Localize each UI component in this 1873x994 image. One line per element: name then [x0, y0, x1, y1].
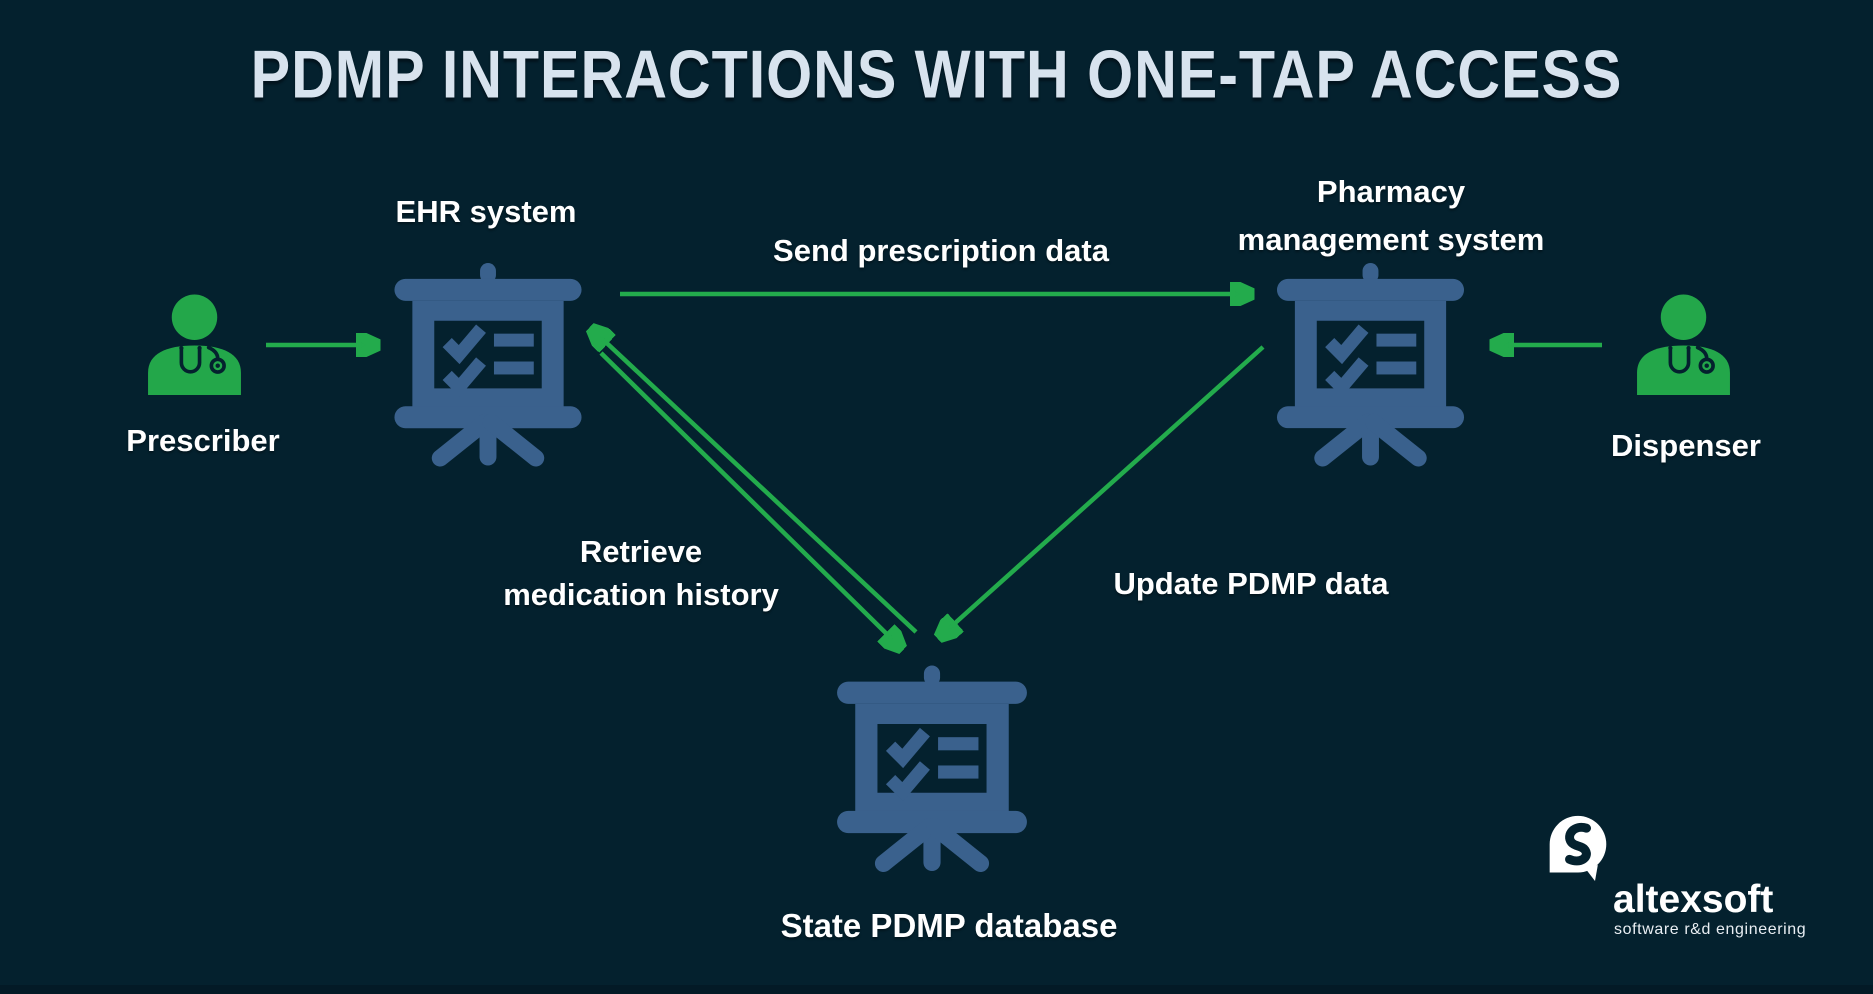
- logo-tagline-text: software r&d engineering: [1614, 921, 1807, 938]
- prescriber-node: [146, 294, 243, 395]
- ehr-label: EHR system: [395, 194, 577, 229]
- page-title: PDMP INTERACTIONS WITH ONE-TAP ACCESS: [250, 37, 1623, 113]
- ehr-node: [388, 263, 588, 467]
- clinician-person-icon: [148, 294, 241, 395]
- database-label: State PDMP database: [780, 907, 1118, 944]
- database-node: [831, 665, 1033, 873]
- pharmacy-label: Pharmacy management system: [1238, 168, 1545, 264]
- send-prescription-label: Send prescription data: [773, 233, 1109, 268]
- pharmacy-label-line2: management system: [1237, 222, 1545, 257]
- dispenser-label: Dispenser: [1611, 428, 1761, 463]
- prescriber-label: Prescriber: [126, 423, 280, 458]
- retrieve-history-label-line2: medication history: [503, 577, 779, 612]
- retrieve-history-label-line1: Retrieve: [579, 534, 703, 569]
- checklist-board-icon: [394, 263, 582, 467]
- logo-brand-text: altexsoft: [1613, 878, 1774, 921]
- dispenser-node: [1635, 294, 1732, 395]
- arrow-pharmacy-to-database: [944, 345, 1265, 633]
- altexsoft-logo-icon: [1549, 815, 1607, 882]
- bottom-edge-strip: [0, 985, 1873, 994]
- checklist-board-icon: [837, 665, 1027, 873]
- pharmacy-node: [1271, 263, 1470, 467]
- altexsoft-logo: altexsoft software r&d engineering: [1546, 812, 1816, 947]
- retrieve-history-label: Retrieve medication history: [503, 530, 779, 616]
- arrow-database-to-ehr: [596, 333, 918, 634]
- arrow-ehr-to-database: [599, 351, 897, 644]
- checklist-board-icon: [1276, 263, 1465, 467]
- update-pdmp-label: Update PDMP data: [1113, 566, 1389, 601]
- clinician-person-icon: [1637, 294, 1730, 395]
- pharmacy-label-line1: Pharmacy: [1316, 174, 1466, 209]
